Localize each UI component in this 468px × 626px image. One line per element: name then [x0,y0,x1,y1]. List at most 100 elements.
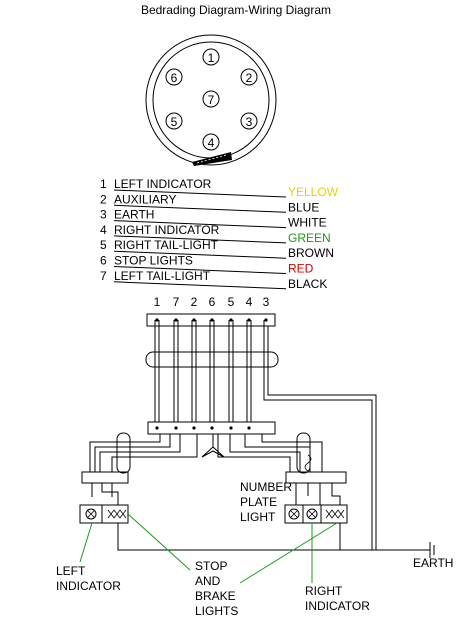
legend-index-4: 4 [100,223,107,237]
legend-color-6: RED [288,262,314,276]
right-cable-sleeve [296,432,311,474]
socket-pin-label-2: 2 [246,71,253,85]
junction-screw-4 [247,426,251,430]
socket-key-hatch [196,154,227,164]
terminal-number-2: 2 [191,295,198,309]
left-cable-sleeve [116,432,131,474]
terminal-screw-6 [210,318,214,322]
left-branch-wire-b [94,434,171,472]
right-indicator-label-2: INDICATOR [305,599,370,613]
legend-leader-6 [113,266,287,274]
left-branch-wire-a [89,434,161,472]
right-terminal-screw-1-cross [290,510,298,518]
legend-label-3: EARTH [114,208,154,222]
socket-key-tab [192,152,232,166]
earth-wire-inner [263,326,373,550]
legend-index-5: 5 [100,238,107,252]
terminal-number-4: 4 [246,295,253,309]
socket-pin-label-6: 6 [171,71,178,85]
right-branch-wire-d [217,434,291,472]
socket-pin-label-5: 5 [171,115,178,129]
stop-brake-label-2: AND [195,574,221,588]
legend-leader-1 [113,189,287,198]
junction-screw-5 [229,426,233,430]
socket-pin-5 [165,112,183,130]
left-indicator-label-2: INDICATOR [56,579,121,593]
right-branch-wire-c [261,434,323,472]
left-branch-wire-d [111,434,198,472]
socket: 6 1 2 7 5 3 4 [145,34,277,166]
leader-left-indicator [79,522,93,563]
socket-pin-label-1: 1 [208,51,215,65]
legend-label-2: AUXILIARY [114,192,176,206]
earth-symbol-icon [429,542,435,558]
terminal-screw-2 [192,318,196,322]
terminal-number-7: 7 [173,295,180,309]
right-terminal-screw-2 [306,508,318,520]
left-terminal-screw-1 [85,508,97,520]
legend-color-4: GREEN [288,231,331,245]
right-branch-wire-a [229,434,301,472]
socket-pin-label-3: 3 [246,115,253,129]
left-connector-leads [91,483,119,505]
wire-bundle [154,318,268,430]
leader-stop-right [239,522,338,584]
upper-terminal-strip [146,313,276,327]
terminal-screw-5 [229,318,233,322]
center-split [201,434,225,458]
legend-leader-3 [113,220,287,229]
right-connector-block [285,471,347,484]
socket-pin-1 [202,48,220,66]
legend-label-1: LEFT INDICATOR [114,177,212,191]
earth-return-line [117,523,430,551]
socket-pin-2 [240,68,258,86]
terminal-number-6: 6 [209,295,216,309]
right-indicator-label-1: RIGHT [305,584,343,598]
annotations: NUMBER PLATE LIGHT LEFT INDICATOR STOP A… [56,480,453,618]
left-terminal-screw-1-cross [87,510,95,518]
legend-color-2: BLUE [288,200,319,214]
diagram-title: Bedrading Diagram-Wiring Diagram [141,3,331,17]
socket-pin-label-4: 4 [208,136,215,150]
junction-screw-6 [210,426,214,430]
legend-index-7: 7 [100,269,107,283]
legend-color-3: WHITE [288,216,327,230]
terminal-number-5: 5 [228,295,235,309]
legend-label-5: RIGHT TAIL-LIGHT [114,238,219,252]
number-plate-label-3: LIGHT [240,510,276,524]
legend-index-6: 6 [100,254,107,268]
earth-wire [267,326,377,550]
lower-harness [79,432,435,558]
stop-brake-label-1: STOP [195,559,227,573]
socket-pin-7 [202,90,220,108]
socket-outer-ring [145,34,277,166]
right-connector-leads [295,483,341,505]
number-plate-label-1: NUMBER [240,480,292,494]
junction-screw-7 [174,426,178,430]
legend-leader-2 [113,204,287,213]
earth-label: EARTH [413,556,453,570]
terminal-screw-4 [247,318,251,322]
cable-sleeve [145,351,279,368]
legend-leader-7 [113,281,287,290]
legend-label-6: STOP LIGHTS [114,254,193,268]
legend-leader-5 [113,250,287,259]
left-lamp-terminal-2 [101,504,129,524]
stop-brake-label-4: LIGHTS [195,604,238,618]
legend-color-7: BLACK [288,277,327,291]
legend-color-1: YELLOW [288,185,339,199]
legend-label-7: LEFT TAIL-LIGHT [114,269,211,283]
left-connector-block [81,471,129,484]
socket-pin-6 [165,68,183,86]
left-terminal-screw-2-cross [107,509,127,519]
legend-label-4: RIGHT INDICATOR [114,223,220,237]
legend-index-1: 1 [100,177,107,191]
junction-screw-1 [155,426,159,430]
stop-brake-label-3: BRAKE [195,589,236,603]
socket-pin-label-7: 7 [208,93,215,107]
legend-index-3: 3 [100,208,107,222]
